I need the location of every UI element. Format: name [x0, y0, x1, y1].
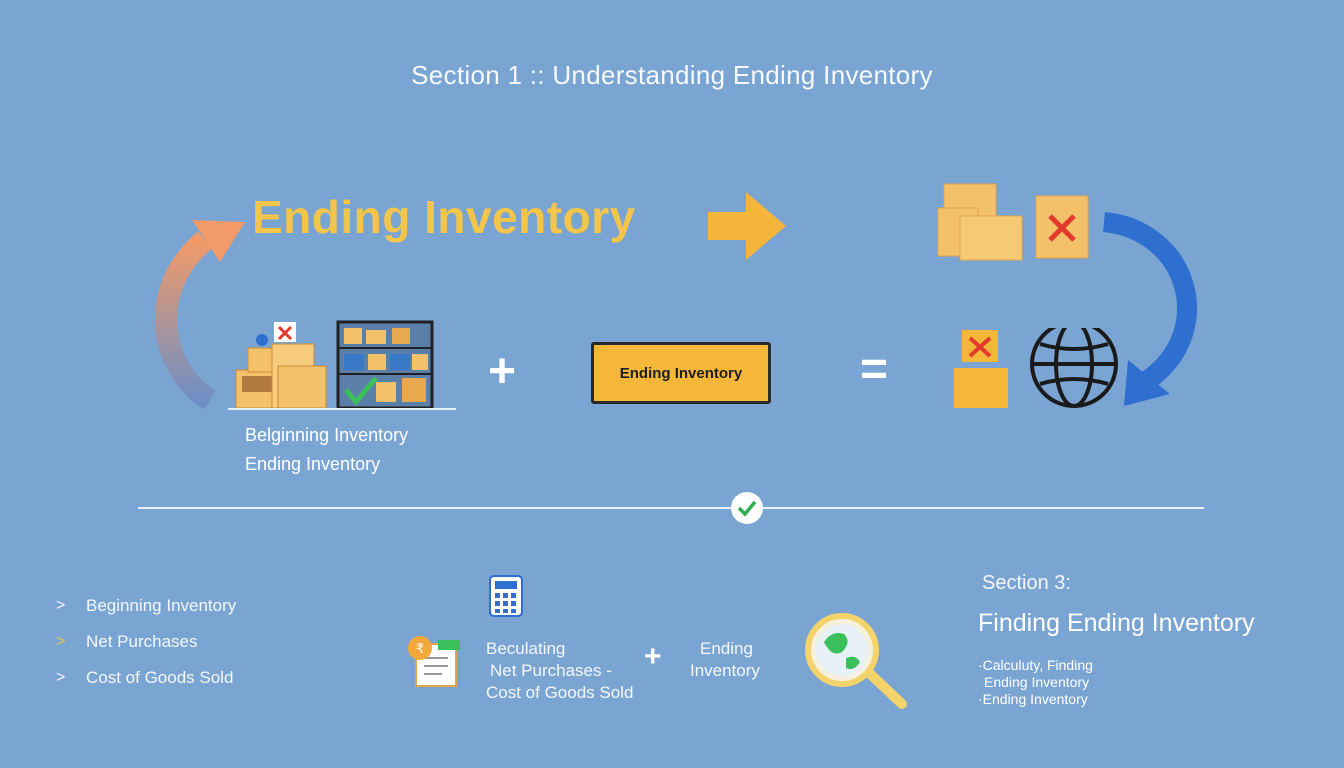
- bullet-list: > Beginning Inventory > Net Purchases > …: [56, 588, 236, 696]
- page-title: Section 1 :: Understanding Ending Invent…: [411, 60, 933, 90]
- list-item: > Beginning Inventory: [56, 596, 237, 615]
- ending-label: Ending: [700, 639, 753, 658]
- calc-line-2: Net Purchases -: [490, 661, 612, 680]
- caption-beginning-inventory: Belginning Inventory: [245, 425, 409, 445]
- calculator-icon: [489, 575, 523, 617]
- section3-item: ·Ending Inventory: [978, 691, 1088, 707]
- chevron-right-icon: >: [56, 633, 66, 650]
- globe-icon: [1030, 328, 1118, 408]
- svg-text:₹: ₹: [416, 641, 424, 656]
- box-globe-illustration: [954, 328, 1118, 408]
- boxes-icon: [937, 183, 1089, 261]
- ending-inventory-box: Ending Inventory: [591, 342, 771, 404]
- section-divider: [138, 507, 1204, 509]
- plus-sign: +: [644, 640, 662, 673]
- section3-item: ·Calculuty, Finding: [978, 657, 1093, 673]
- curved-arrow-right: [1102, 212, 1197, 406]
- curved-arrow-left: [154, 220, 245, 410]
- inventory-label: Inventory: [690, 661, 760, 680]
- section3-label: Section 3:: [982, 572, 1071, 594]
- list-item: > Net Purchases: [56, 632, 198, 651]
- equals-sign: =: [860, 343, 889, 396]
- section3-item: Ending Inventory: [984, 674, 1090, 690]
- magnifier-globe-icon: [805, 613, 907, 709]
- check-circle-icon: [731, 492, 763, 524]
- invoice-coin-icon: ₹: [408, 636, 460, 687]
- caption-ending-inventory: Ending Inventory: [245, 454, 381, 474]
- chevron-right-icon: >: [56, 669, 66, 686]
- x-mark-icon: [1048, 214, 1076, 242]
- plus-sign: +: [488, 345, 517, 398]
- chevron-right-icon: >: [56, 597, 66, 614]
- right-arrow-icon: [708, 192, 786, 260]
- ending-inventory-heading: Ending Inventory: [252, 191, 636, 243]
- calc-line-3: Cost of Goods Sold: [486, 683, 634, 702]
- calc-line-1: Beculating: [486, 639, 566, 658]
- list-item: > Cost of Goods Sold: [56, 668, 234, 687]
- section3-title: Finding Ending Inventory: [978, 609, 1255, 637]
- warehouse-illustration: [228, 320, 456, 410]
